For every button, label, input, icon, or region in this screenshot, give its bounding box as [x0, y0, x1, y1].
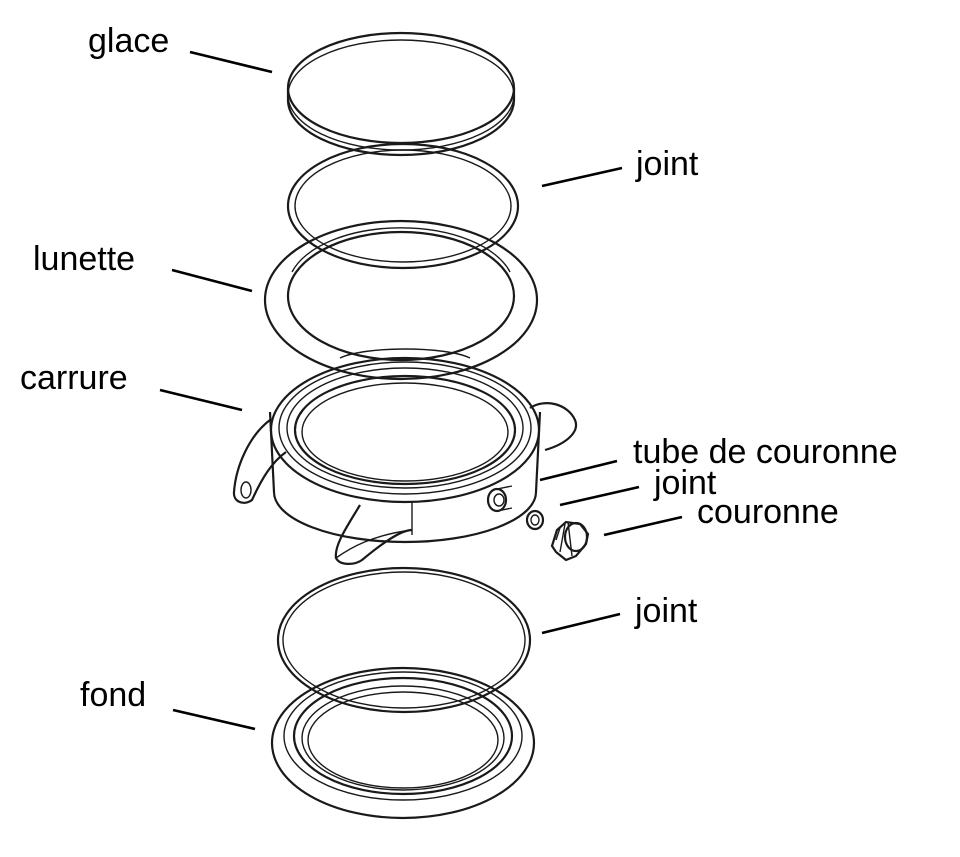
glace-part: [286, 31, 516, 157]
leader-tube: [539, 459, 618, 482]
leader-lunette: [171, 268, 253, 293]
label-joint-top: joint: [635, 145, 699, 183]
leader-fond: [172, 708, 256, 731]
label-lunette: lunette: [33, 240, 135, 278]
fond-part: [270, 666, 536, 820]
leader-glace: [189, 50, 273, 74]
label-joint-bottom: joint: [634, 592, 698, 630]
leader-joint-top: [541, 166, 623, 188]
label-fond: fond: [80, 676, 146, 714]
lunette-part: [263, 219, 539, 381]
label-carrure: carrure: [20, 359, 128, 397]
joint-top-part: [286, 142, 520, 270]
leader-joint-bottom: [541, 612, 621, 635]
couronne-part: [550, 520, 590, 562]
joint-bottom-part: [276, 566, 532, 714]
label-tube: tube de couronne: [633, 433, 898, 471]
joint-crown-part: [525, 509, 545, 531]
label-glace: glace: [88, 22, 169, 60]
leader-carrure: [159, 388, 243, 412]
carrure-part: [232, 348, 578, 565]
leader-couronne: [603, 515, 683, 537]
leader-joint-crown: [559, 485, 640, 507]
label-joint-crown: joint: [653, 464, 717, 502]
label-couronne: couronne: [697, 493, 839, 531]
